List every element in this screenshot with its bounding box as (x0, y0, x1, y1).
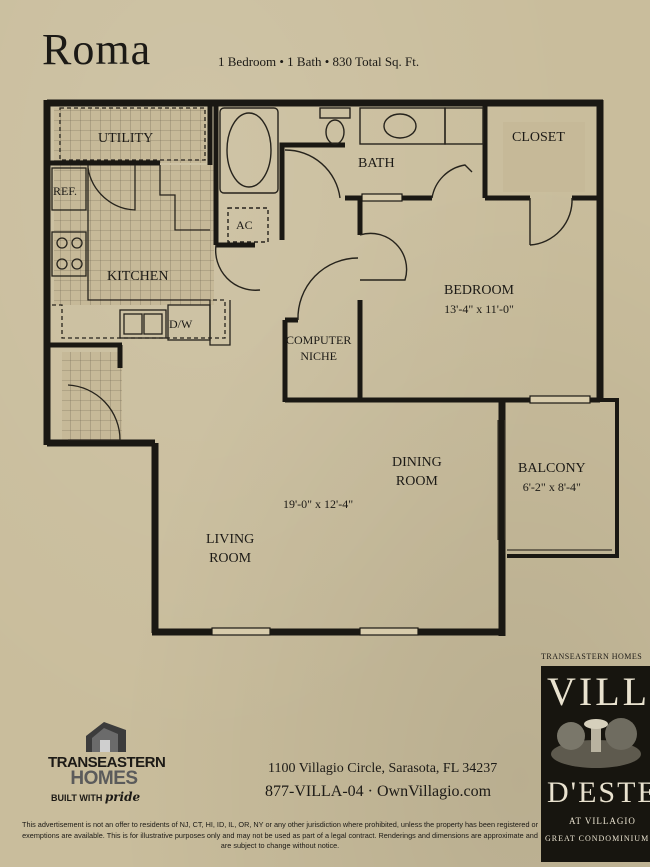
utility-door (87, 165, 136, 211)
legal-disclaimer: This advertisement is not an offer to re… (21, 820, 539, 851)
property-address: 1100 Villagio Circle, Sarasota, FL 34237 (268, 761, 498, 776)
logo-text-homes: HOMES (70, 768, 138, 789)
bedroom-name: BEDROOM (444, 283, 515, 298)
wall-bath-bottom-left (279, 142, 345, 198)
logo-text-transeastern: TRANSEASTERN (48, 754, 166, 771)
brand-builder-line: TRANSEASTERN HOMES (541, 652, 643, 661)
room-label-ref: REF. (53, 184, 78, 198)
kitchen-tile-floor (54, 165, 214, 305)
room-label-closet: CLOSET (512, 130, 565, 145)
bedroom-dimensions: 13'-4" x 11'-0" (444, 301, 514, 316)
bath-door-2 (431, 164, 473, 199)
room-label-living-room: LIVING ROOM (206, 532, 255, 566)
room-label-bedroom: BEDROOM 13'-4" x 11'-0" (444, 282, 514, 317)
room-label-bath: BATH (358, 156, 395, 171)
transeastern-logo: TRANSEASTERN HOMES BUILT WITH pride (48, 718, 166, 804)
website-link: OwnVillagio.com (376, 783, 492, 800)
window-balcony (529, 395, 591, 404)
washer-dryer-bay (59, 107, 206, 161)
utility-tile-floor (54, 108, 206, 163)
living-dining-dimensions: 19'-0" x 12'-4" (283, 497, 354, 511)
logo-tagline: BUILT WITH pride (51, 790, 141, 804)
linen-shelf (444, 107, 484, 145)
contact-line: 877-VILLA-04 · OwnVillagio.com (265, 783, 492, 800)
vanity (359, 107, 446, 145)
niche-arch (297, 257, 359, 321)
brand-panel: VILLA D'ESTE AT VILLAGIO GREAT CONDOMINI… (541, 666, 650, 862)
bathtub-basin (226, 112, 272, 188)
brand-name-line2: D'ESTE (547, 776, 650, 809)
ac-door-swing (214, 244, 261, 291)
window-bath (361, 193, 403, 202)
brand-tagline: GREAT CONDOMINIUM (545, 834, 650, 843)
house-logo-icon (86, 722, 126, 752)
room-label-balcony: BALCONY 6'-2" x 8'-4" (518, 461, 586, 494)
window-living-1 (211, 627, 271, 636)
entry-tile-floor (62, 352, 122, 442)
brand-subline: AT VILLAGIO (569, 816, 636, 826)
entry-door-swing (67, 384, 121, 441)
toilet-tank (319, 107, 351, 119)
phone-number: 877-VILLA-04 (265, 783, 364, 800)
plan-title: Roma (42, 25, 152, 74)
toilet-bowl (325, 119, 345, 145)
counter-outline (87, 165, 231, 346)
bathtub (219, 107, 279, 194)
kitchen-counter (52, 299, 226, 339)
kitchen-sink (119, 309, 167, 339)
ac-unit (227, 207, 269, 243)
room-label-dining-room: DINING ROOM (392, 455, 442, 489)
room-label-dw: D/W (169, 317, 193, 331)
refrigerator (51, 167, 87, 211)
room-label-kitchen: KITCHEN (107, 269, 169, 284)
plan-specs: 1 Bedroom • 1 Bath • 830 Total Sq. Ft. (218, 54, 420, 69)
closet-fill (503, 122, 585, 192)
closet-door-swing (529, 197, 573, 246)
room-label-computer-niche: COMPUTER NICHE (286, 333, 352, 364)
window-living-2 (359, 627, 419, 636)
fountain-illustration (551, 718, 641, 768)
bath-door-swing (284, 149, 341, 199)
pantry-door (159, 165, 210, 231)
stove (51, 231, 87, 277)
brand-name-line1: VILLA (547, 669, 650, 714)
bedroom-door-swing (359, 232, 408, 281)
room-label-utility: UTILITY (98, 131, 154, 146)
sink (383, 113, 417, 139)
villa-deste-brand: TRANSEASTERN HOMES VILLA D'ESTE AT VILLA… (541, 652, 650, 867)
room-label-ac: AC (236, 218, 253, 232)
